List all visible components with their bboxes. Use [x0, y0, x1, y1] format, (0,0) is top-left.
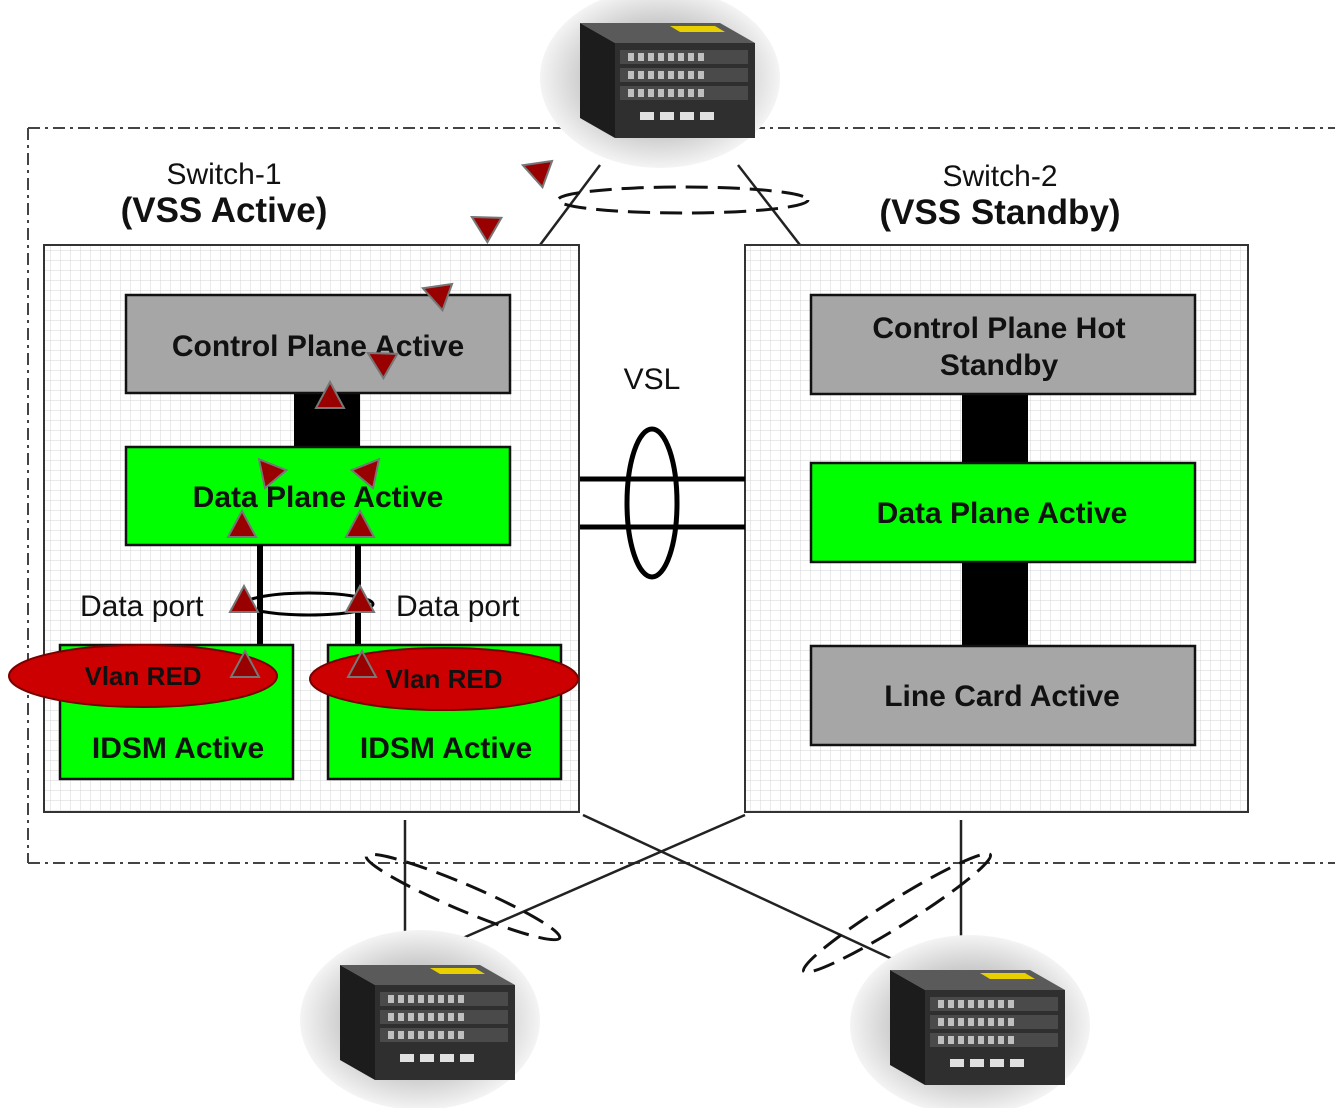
uplink-line-right	[737, 164, 801, 246]
switch2-control-plane-label-line1: Control Plane Hot	[872, 312, 1125, 345]
data-port-left-label: Data port	[80, 590, 204, 623]
switch1-data-plane-label: Data Plane Active	[193, 481, 444, 514]
switch2-line-card-block	[809, 644, 1197, 747]
switch2-control-plane-block	[809, 293, 1197, 396]
switch2-data-plane-block	[809, 461, 1197, 564]
switch2-line-card-label: Line Card Active	[884, 680, 1120, 713]
switch2-role: (VSS Standby)	[879, 193, 1120, 232]
bottom-left-switch-chassis-icon	[300, 930, 540, 1108]
vlan-red-left-ellipse	[8, 644, 278, 708]
triangle-marker-icon	[463, 203, 503, 244]
downlink-sw2-left	[439, 813, 746, 950]
downlink-etherchannel-ring-left	[364, 852, 562, 942]
switch2-control-plane-label-line2: Standby	[940, 349, 1059, 382]
uplink-etherchannel-ring	[556, 185, 810, 215]
triangle-marker-icon	[517, 151, 554, 189]
switch1-data-plane-block	[124, 445, 512, 547]
vsl-label: VSL	[624, 363, 681, 396]
switch1-name: Switch-1	[166, 158, 281, 191]
switch1-control-plane-label: Control Plane Active	[172, 330, 464, 363]
top-switch-chassis-icon	[540, 0, 780, 168]
bottom-right-switch-chassis-icon	[850, 935, 1090, 1108]
switch2-data-plane-label: Data Plane Active	[877, 497, 1128, 530]
vlan-red-right-ellipse	[309, 647, 579, 711]
switch1-control-plane-block	[124, 293, 512, 395]
downlink-etherchannel-ring-right	[801, 852, 993, 974]
idsm-left-label: IDSM Active	[92, 732, 264, 765]
vlan-red-left-label: Vlan RED	[84, 661, 201, 691]
idsm-right-label: IDSM Active	[360, 732, 532, 765]
vsl-ring	[624, 426, 680, 580]
switch2-name: Switch-2	[942, 160, 1057, 193]
data-port-right-label: Data port	[396, 590, 520, 623]
vlan-red-right-label: Vlan RED	[385, 664, 502, 694]
switch1-role: (VSS Active)	[121, 191, 328, 230]
downlink-sw1-right	[582, 813, 906, 967]
